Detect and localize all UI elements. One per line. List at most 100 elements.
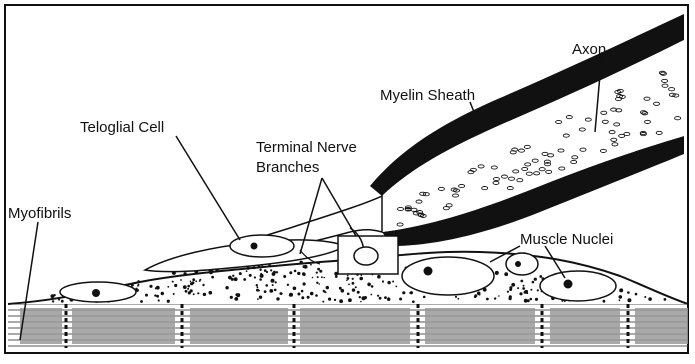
granule xyxy=(199,279,201,281)
granule xyxy=(275,281,277,283)
granule xyxy=(317,276,319,278)
granule xyxy=(664,298,667,301)
granule xyxy=(236,293,240,297)
granule xyxy=(334,299,336,301)
label-myofibrils: Myofibrils xyxy=(8,205,71,222)
granule xyxy=(360,301,362,303)
granule xyxy=(202,284,204,286)
granule xyxy=(347,293,350,296)
label-muscle-nuclei: Muscle Nuclei xyxy=(520,231,613,248)
granule xyxy=(254,276,256,278)
granule xyxy=(301,290,304,293)
granule xyxy=(326,286,329,289)
granule xyxy=(297,272,300,275)
granule xyxy=(603,300,606,303)
granule xyxy=(319,270,322,273)
granule xyxy=(283,275,286,278)
granule xyxy=(276,297,279,300)
granule xyxy=(271,279,275,283)
a-band xyxy=(20,308,62,344)
nucleolus xyxy=(424,267,433,276)
granule xyxy=(316,282,318,284)
granule xyxy=(138,284,140,286)
granule xyxy=(384,296,387,299)
granule xyxy=(158,299,160,301)
granule xyxy=(357,291,360,294)
granule xyxy=(317,268,320,271)
granule xyxy=(193,293,195,295)
granule xyxy=(619,299,621,301)
granule xyxy=(347,275,349,277)
granule xyxy=(310,264,312,266)
granule xyxy=(359,277,363,281)
label-terminal-nerve: Terminal Nerve xyxy=(256,139,357,156)
label-terminal-branches: Branches xyxy=(256,159,319,176)
granule xyxy=(619,295,623,299)
teloglial-leader xyxy=(176,136,240,240)
muscle-nucleus xyxy=(540,271,616,301)
granule xyxy=(530,289,532,291)
granule xyxy=(180,279,182,281)
granule xyxy=(289,271,292,274)
label-teloglial-cell: Teloglial Cell xyxy=(80,119,164,136)
granule xyxy=(455,296,457,298)
granule xyxy=(322,301,324,303)
granule xyxy=(379,297,382,300)
granule xyxy=(209,291,213,295)
granule xyxy=(187,288,189,290)
granule xyxy=(537,289,539,291)
a-band xyxy=(550,308,620,344)
granule xyxy=(532,281,535,284)
granule xyxy=(303,265,306,268)
granule xyxy=(474,294,477,297)
granule xyxy=(387,298,390,301)
granule xyxy=(300,261,303,264)
granule xyxy=(520,280,523,283)
granule xyxy=(307,296,310,299)
granule xyxy=(323,290,325,292)
granule xyxy=(377,275,381,279)
granule xyxy=(339,287,342,290)
granule xyxy=(644,296,646,298)
granule xyxy=(359,296,361,298)
granule xyxy=(530,298,533,301)
granule xyxy=(161,292,164,295)
granule xyxy=(53,294,55,296)
granule xyxy=(303,273,306,276)
granule xyxy=(225,286,228,289)
granule xyxy=(269,289,273,293)
granule xyxy=(234,297,238,301)
muscle-nucleus xyxy=(402,257,494,295)
granule xyxy=(527,299,530,302)
granule xyxy=(260,274,264,278)
granule xyxy=(140,300,143,303)
granule xyxy=(339,299,343,303)
granule xyxy=(228,276,232,280)
granule xyxy=(259,269,261,271)
granule xyxy=(509,297,512,300)
granule xyxy=(183,272,186,275)
granule xyxy=(315,294,318,297)
granule xyxy=(321,276,323,278)
granule xyxy=(174,284,177,287)
a-band xyxy=(425,308,535,344)
granule xyxy=(167,286,169,288)
granule xyxy=(519,292,522,295)
granule xyxy=(137,280,139,282)
granule xyxy=(534,278,537,281)
granule xyxy=(352,288,355,291)
granule xyxy=(188,291,191,294)
granule xyxy=(232,275,234,277)
granule xyxy=(335,275,338,278)
granule xyxy=(185,290,188,293)
granule xyxy=(239,272,242,275)
nucleolus xyxy=(564,280,573,289)
granule xyxy=(197,292,199,294)
granule xyxy=(172,281,174,283)
granule xyxy=(249,274,252,277)
granule xyxy=(627,291,630,294)
granule xyxy=(504,272,508,276)
myofibril-bands xyxy=(8,304,688,348)
granule xyxy=(280,293,282,295)
